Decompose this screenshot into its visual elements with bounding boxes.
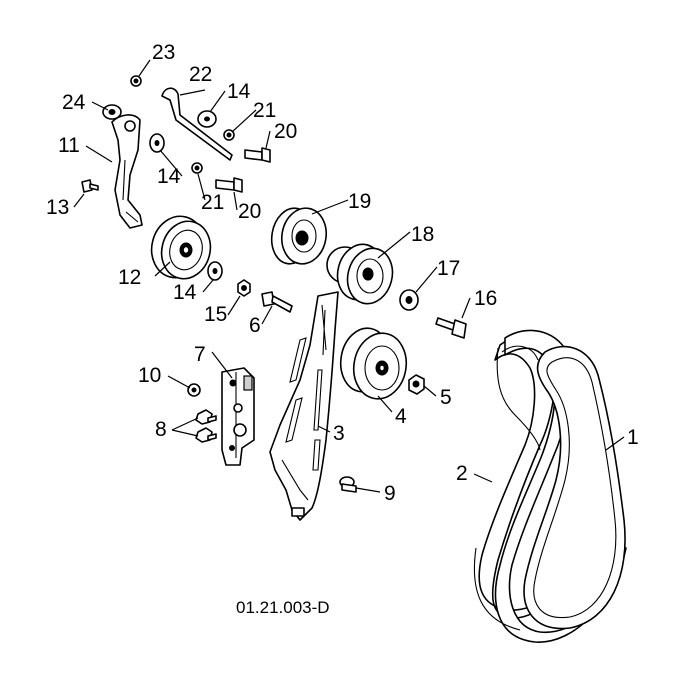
belt-1	[473, 345, 626, 631]
callout-19: 19	[348, 190, 371, 213]
nut-21-mid	[191, 162, 203, 174]
nut-15	[237, 279, 251, 297]
bolt-16	[435, 317, 467, 339]
callout-labels: 23 22 24 14 21 20 11 14 13 21 20 19 18 1…	[46, 41, 639, 505]
callout-13: 13	[46, 196, 69, 219]
bracket-7	[221, 367, 255, 466]
callout-9: 9	[384, 482, 396, 505]
bolt-13	[81, 179, 99, 193]
callout-3: 3	[333, 422, 345, 445]
callout-7: 7	[194, 343, 206, 366]
rod-22	[161, 87, 233, 161]
callout-20-top: 20	[274, 120, 297, 143]
callout-18: 18	[411, 223, 434, 246]
idler-arm-3	[269, 291, 339, 521]
callout-8: 8	[155, 418, 167, 441]
callout-15: 15	[204, 303, 227, 326]
pulley-19	[270, 207, 328, 265]
nut-10	[187, 383, 201, 397]
nut-23	[130, 75, 142, 87]
callout-11: 11	[58, 134, 80, 157]
callout-21-mid: 21	[201, 191, 224, 214]
bolts-8	[195, 409, 217, 443]
callout-17: 17	[437, 257, 460, 280]
callout-12: 12	[118, 266, 141, 289]
bolt-6	[261, 291, 293, 313]
callout-23: 23	[152, 41, 175, 64]
pulley-4	[339, 327, 408, 400]
nut-5	[408, 374, 425, 395]
callout-2: 2	[456, 462, 468, 485]
bolt-20-top	[244, 147, 271, 163]
callout-14-mid: 14	[157, 165, 181, 188]
callout-1: 1	[627, 426, 639, 449]
callout-21-top: 21	[253, 99, 276, 122]
callout-20-mid: 20	[238, 200, 261, 223]
callout-24: 24	[62, 91, 86, 114]
callout-22: 22	[189, 63, 212, 86]
washer-14-top	[197, 110, 217, 128]
callout-5: 5	[440, 386, 452, 409]
washer-17	[399, 289, 419, 311]
washer-14-mid	[149, 133, 165, 153]
callout-10: 10	[138, 364, 161, 387]
callout-14-low: 14	[173, 281, 197, 304]
callout-16: 16	[474, 287, 497, 310]
leader-lines	[73, 59, 625, 493]
washer-14-low	[207, 261, 223, 281]
nut-21-top	[223, 129, 235, 141]
pulley-12	[150, 215, 212, 280]
bolt-9	[339, 476, 357, 493]
figure-code: 01.21.003-D	[236, 598, 330, 617]
pulley-18	[326, 243, 394, 305]
callout-6: 6	[249, 314, 261, 337]
washer-24	[102, 104, 122, 120]
bracket-11	[111, 114, 143, 229]
callout-14-top: 14	[227, 80, 251, 103]
bolt-20-mid	[215, 177, 243, 193]
callout-4: 4	[395, 405, 407, 428]
